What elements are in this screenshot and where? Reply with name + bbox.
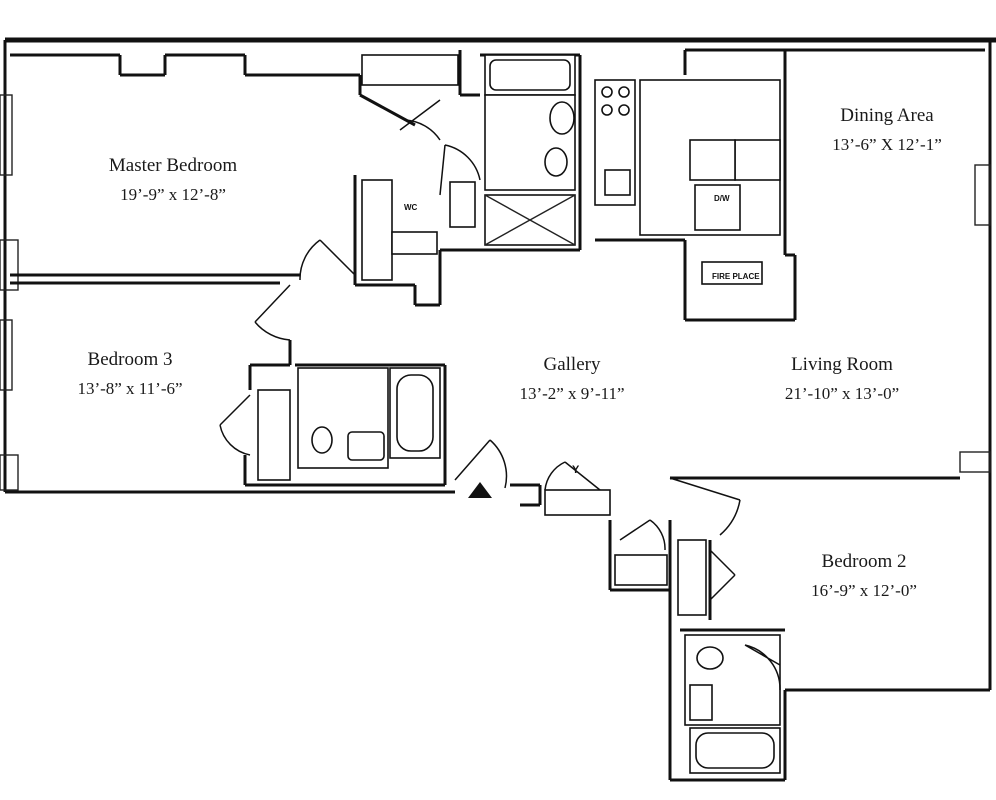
room-dims: 21’-10” x 13’-0” [785, 384, 899, 403]
room-label-bedroom-2: Bedroom 2 16’-9” x 12’-0” [811, 551, 917, 600]
interior-walls [10, 48, 990, 782]
dishwasher-label: D/W [714, 194, 730, 203]
room-label-gallery: Gallery 13’-2” x 9’-11” [519, 354, 624, 403]
exterior-walls [0, 37, 996, 690]
room-name: Bedroom 2 [822, 551, 907, 572]
kitchen [594, 79, 781, 285]
room-dims: 16’-9” x 12’-0” [811, 581, 917, 600]
room-name: Dining Area [840, 105, 934, 126]
master-bathroom [484, 54, 576, 246]
entry-marker-icon [468, 482, 492, 498]
bedroom2-bathroom [684, 634, 781, 774]
room-label-master-bedroom: Master Bedroom 19’-9” x 12’-8” [109, 155, 237, 204]
room-name: Gallery [544, 354, 601, 375]
room-name: Bedroom 3 [88, 349, 173, 370]
room-dims: 13’-8” x 11’-6” [77, 379, 182, 398]
room-name: Master Bedroom [109, 155, 237, 176]
room-name: Living Room [791, 354, 893, 375]
room-dims: 13’-6” X 12’-1” [832, 135, 942, 154]
closet-marker: Y [572, 464, 580, 476]
room-label-bedroom-3: Bedroom 3 13’-8” x 11’-6” [77, 349, 182, 398]
fireplace-label: FIRE PLACE [712, 272, 760, 281]
room-dims: 19’-9” x 12’-8” [120, 185, 226, 204]
doors [219, 99, 781, 691]
room-label-dining-area: Dining Area 13’-6” X 12’-1” [832, 105, 942, 154]
room-label-living-room: Living Room 21’-10” x 13’-0” [785, 354, 899, 403]
hall-bathroom [297, 367, 441, 469]
wc-label: WC [404, 203, 418, 212]
closets [257, 54, 707, 616]
room-dims: 13’-2” x 9’-11” [519, 384, 624, 403]
